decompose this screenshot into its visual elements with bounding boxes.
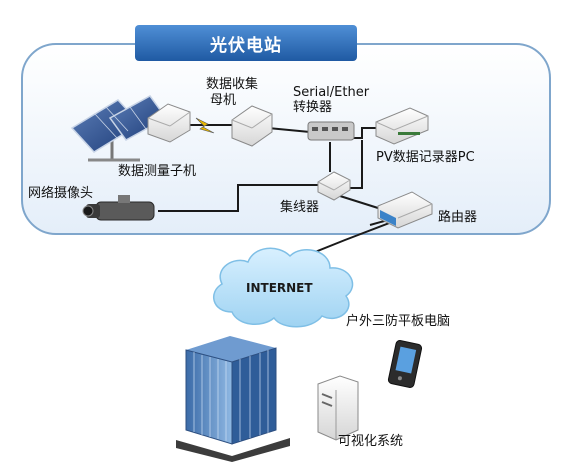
data-collector-box: [231, 105, 273, 147]
hub-box: [317, 171, 351, 201]
router-box: [377, 191, 433, 229]
building-icon: [176, 336, 290, 462]
data-collector-label-line1: 数据收集: [206, 77, 259, 92]
visual-system-label: 可视化系统: [338, 434, 404, 449]
camera-label: 网络摄像头: [28, 186, 94, 201]
tablet-label: 户外三防平板电脑: [346, 314, 451, 329]
converter-label-line1: Serial/Ether: [293, 85, 370, 100]
internet-cloud: [212, 247, 354, 328]
title-bar: [135, 25, 357, 61]
server-icon: [317, 375, 359, 441]
wireless-bolt-icon: [195, 117, 215, 134]
sub-unit-label: 数据测量子机: [118, 164, 197, 179]
converter-box: [307, 121, 355, 141]
sub-unit-box: [147, 103, 191, 143]
internet-label: INTERNET: [246, 281, 313, 295]
rugged-tablet-icon: [387, 340, 423, 388]
page-title: 光伏电站: [210, 35, 282, 56]
network-camera-icon: [82, 195, 155, 221]
data-collector-label-line2: 母机: [210, 93, 237, 108]
pv-recorder-label: PV数据记录器PC: [376, 150, 475, 165]
pv-recorder-box: [375, 107, 429, 145]
solar-panel-icon: [70, 95, 168, 162]
converter-label-line2: 转换器: [293, 100, 333, 115]
hub-label: 集线器: [280, 200, 320, 215]
router-label: 路由器: [438, 210, 478, 225]
